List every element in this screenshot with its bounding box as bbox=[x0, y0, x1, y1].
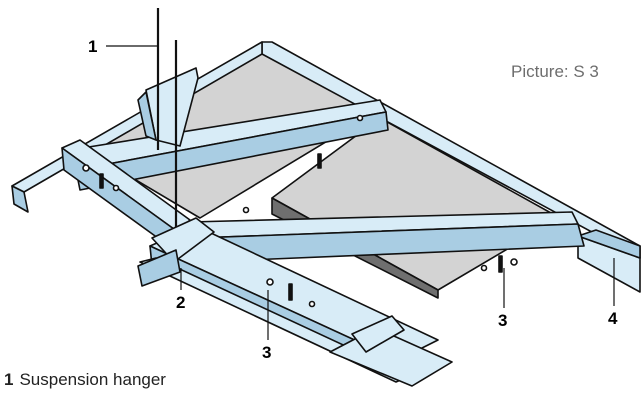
callout-3-right: 3 bbox=[498, 311, 508, 330]
callout-3-left: 3 bbox=[262, 343, 272, 362]
legend-item: 1 Suspension hanger bbox=[4, 370, 166, 390]
cross-tee-upper-face bbox=[75, 111, 389, 191]
front-connector bbox=[351, 315, 405, 353]
callout-1: 1 bbox=[88, 37, 98, 56]
hanger-clip-wing bbox=[137, 91, 157, 141]
left-wall-angle-front bbox=[11, 185, 29, 213]
picture-caption: Picture: S 3 bbox=[511, 62, 599, 81]
legend-text: Suspension hanger bbox=[19, 370, 166, 389]
callout-4: 4 bbox=[608, 309, 618, 328]
callout-2: 2 bbox=[176, 293, 186, 312]
legend-number: 1 bbox=[4, 370, 14, 389]
wall-angle-4-side bbox=[577, 229, 641, 259]
grid-connector-lower bbox=[137, 249, 181, 287]
